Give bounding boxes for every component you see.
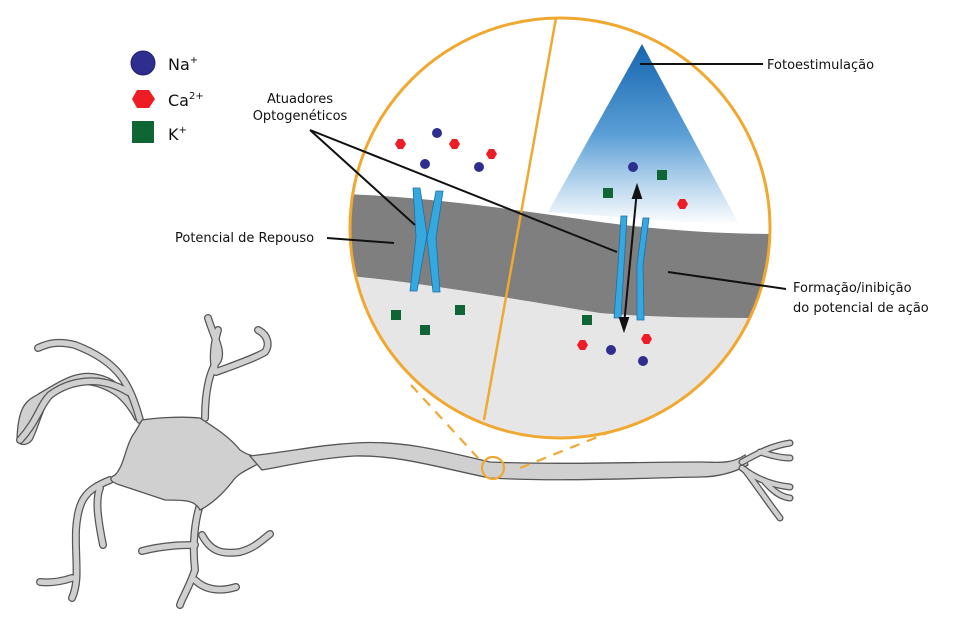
dendrite bbox=[16, 372, 141, 446]
legend: Na+ Ca2+ K+ bbox=[130, 50, 204, 144]
legend-na-label: Na bbox=[168, 55, 190, 74]
legend-item-k: K+ bbox=[132, 121, 187, 144]
label-action-potential-line2: do potencial de ação bbox=[793, 301, 929, 316]
leader-action-potential bbox=[667, 271, 787, 290]
legend-item-na: Na+ bbox=[130, 50, 198, 76]
leader-actuators-left bbox=[309, 129, 416, 226]
k-ion bbox=[603, 188, 613, 198]
divider-line bbox=[482, 18, 558, 421]
na-ion bbox=[474, 162, 484, 172]
na-ion bbox=[420, 159, 430, 169]
labels: Atuadores Optogenéticos Potencial de Rep… bbox=[175, 58, 929, 316]
ions-right-intracellular bbox=[577, 315, 652, 366]
label-actuators-line2: Optogenéticos bbox=[253, 109, 348, 124]
na-ion-icon bbox=[130, 50, 156, 76]
k-ion bbox=[391, 310, 401, 320]
optogenetic-channel-left bbox=[409, 187, 444, 293]
na-ion bbox=[432, 128, 442, 138]
legend-ca-label: Ca bbox=[168, 91, 189, 110]
soma bbox=[110, 416, 273, 511]
label-resting-potential: Potencial de Repouso bbox=[175, 231, 314, 246]
na-ion bbox=[606, 345, 616, 355]
legend-k-label: K bbox=[168, 125, 179, 144]
ca-ion bbox=[486, 149, 497, 159]
legend-item-ca: Ca2+ bbox=[132, 90, 204, 110]
ions-right-extracellular bbox=[603, 162, 688, 209]
k-ion bbox=[420, 325, 430, 335]
svg-text:Na+: Na+ bbox=[168, 55, 198, 74]
ca-ion-icon bbox=[132, 90, 155, 108]
ca-ion bbox=[677, 199, 688, 209]
legend-k-charge: + bbox=[179, 125, 187, 136]
legend-na-charge: + bbox=[190, 55, 198, 66]
axon bbox=[248, 441, 749, 481]
ion-flow-arrow bbox=[618, 182, 643, 334]
k-ion bbox=[657, 170, 667, 180]
na-ion bbox=[628, 162, 638, 172]
svg-text:K+: K+ bbox=[168, 125, 187, 144]
zoom-dash-right bbox=[519, 430, 611, 470]
cell-membrane bbox=[350, 194, 770, 318]
zoom-indicator bbox=[410, 384, 611, 481]
photostimulation-light-cone bbox=[548, 44, 740, 226]
ca-ion bbox=[395, 139, 406, 149]
na-ion bbox=[638, 356, 648, 366]
zoom-spot-circle bbox=[480, 455, 506, 481]
label-photostimulation: Fotoestimulação bbox=[767, 58, 874, 73]
leader-lines bbox=[309, 63, 787, 290]
neuron-body bbox=[16, 314, 794, 609]
label-action-potential-line1: Formação/inibição bbox=[793, 281, 912, 296]
k-ion bbox=[582, 315, 592, 325]
magnified-view bbox=[348, 16, 772, 440]
leader-resting bbox=[326, 237, 395, 244]
ca-ion bbox=[577, 340, 588, 350]
svg-text:Ca2+: Ca2+ bbox=[168, 91, 204, 110]
neuron bbox=[16, 372, 141, 446]
ca-ion bbox=[641, 334, 652, 344]
ions-left-extracellular bbox=[395, 128, 497, 172]
k-ion bbox=[455, 305, 465, 315]
ions-left-intracellular bbox=[391, 305, 465, 335]
leader-actuators-right bbox=[309, 129, 618, 253]
label-actuators-line1: Atuadores bbox=[267, 92, 333, 107]
magnifier-ring bbox=[348, 16, 772, 440]
legend-ca-charge: 2+ bbox=[189, 91, 204, 102]
k-ion-icon bbox=[132, 121, 154, 143]
ca-ion bbox=[449, 139, 460, 149]
